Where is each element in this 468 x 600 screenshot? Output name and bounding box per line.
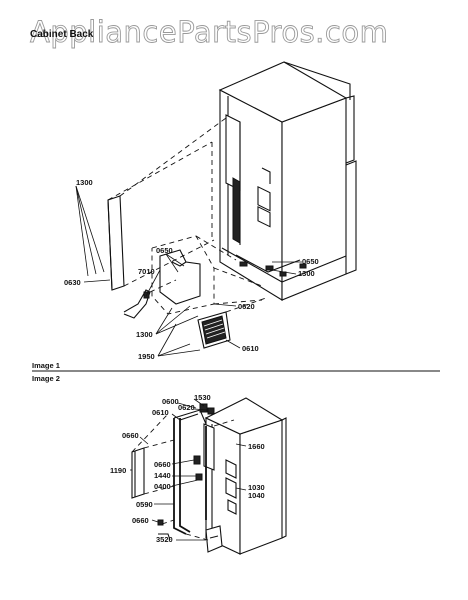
watermark: AppliancePartsPros.com: [30, 15, 388, 49]
cabinet-small: [203, 397, 287, 555]
part-label-1300-lower: 1300: [136, 330, 153, 339]
part-label-0600: 0600: [162, 397, 179, 406]
leader-lines-2: [130, 398, 247, 541]
section-label-image2: Image 2: [32, 374, 60, 383]
part-label-1300-right: 1300: [298, 269, 315, 278]
part-label-0610-img2: 0610: [152, 408, 169, 417]
part-label-1190: 1190: [110, 466, 126, 475]
diagram-title: Cabinet Back: [30, 29, 94, 40]
part-label-1040: 1040: [248, 491, 265, 500]
projection-lines-1: [107, 117, 267, 313]
bracket-7010: [123, 289, 151, 319]
clip-0660: [157, 519, 164, 526]
part-label-7010: 7010: [138, 267, 155, 276]
leader-lines-1: [75, 185, 302, 357]
part-label-1660: 1660: [248, 442, 265, 451]
part-label-1950: 1950: [138, 352, 155, 361]
grille-0610: [197, 311, 231, 349]
part-label-0660-bottom: 0660: [132, 516, 149, 525]
section-label-image1: Image 1: [32, 361, 60, 370]
part-label-0650: 0650: [156, 246, 173, 255]
part-label-0650-right: 0650: [302, 257, 319, 266]
part-label-0400: 0400: [154, 482, 171, 491]
cabinet-main: [218, 61, 357, 301]
part-label-1300: 1300: [76, 178, 93, 187]
part-label-0620-img2: 0620: [178, 403, 195, 412]
cover-3520: [205, 525, 223, 553]
part-label-0610: 0610: [242, 344, 259, 353]
part-label-1440: 1440: [154, 471, 171, 480]
part-label-3520: 3520: [156, 535, 173, 544]
part-label-1530: 1530: [194, 393, 211, 402]
side-strip-1190: [131, 447, 145, 499]
rear-strip-0630: [107, 195, 125, 291]
part-label-0660-mid: 0660: [154, 460, 171, 469]
projection-lines-2: [131, 413, 235, 541]
part-label-0620: 0620: [238, 302, 255, 311]
duct-assembly-0590: [173, 403, 215, 535]
part-label-0590: 0590: [136, 500, 153, 509]
part-label-1030: 1030: [248, 483, 265, 492]
part-label-0630: 0630: [64, 278, 81, 287]
clip-lower: [158, 533, 171, 541]
part-label-0660-top: 0660: [122, 431, 139, 440]
